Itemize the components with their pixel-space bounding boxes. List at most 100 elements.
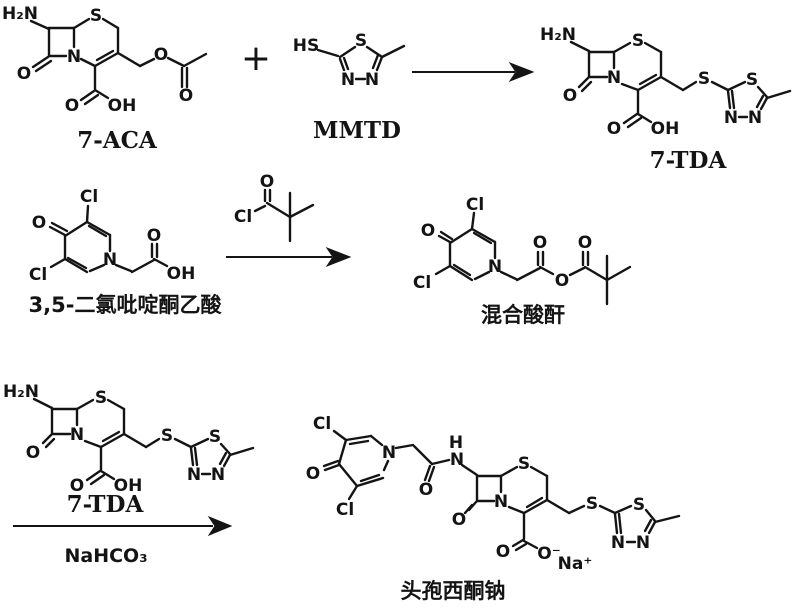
bond bbox=[106, 398, 126, 411]
bond bbox=[72, 17, 91, 30]
molecule-7-tda: H₂N S N O O OH S S N N 7-TDA bbox=[540, 25, 792, 174]
bond bbox=[89, 473, 106, 486]
bond bbox=[347, 484, 359, 501]
bond bbox=[382, 459, 390, 472]
sulfur-label: S bbox=[95, 388, 107, 408]
bond bbox=[138, 57, 156, 68]
bond bbox=[288, 203, 315, 219]
bond bbox=[31, 55, 50, 69]
bond bbox=[529, 465, 549, 478]
bond bbox=[365, 45, 384, 59]
bond bbox=[568, 266, 586, 277]
bond bbox=[32, 397, 54, 410]
bond bbox=[337, 438, 348, 466]
bond bbox=[567, 504, 586, 515]
chlorine-label: Cl bbox=[29, 265, 47, 285]
bond bbox=[265, 201, 292, 219]
bond bbox=[569, 40, 591, 53]
bond bbox=[545, 498, 571, 515]
bond bbox=[452, 263, 472, 277]
bonds bbox=[29, 17, 208, 106]
bond bbox=[87, 224, 108, 238]
bond bbox=[337, 462, 359, 488]
bond bbox=[612, 41, 632, 54]
nitrogen-label: N bbox=[494, 492, 508, 512]
oxygen-label: O bbox=[421, 221, 435, 241]
bond bbox=[448, 264, 474, 282]
bond bbox=[99, 469, 116, 481]
molecule-name-7-tda: 7-TDA bbox=[650, 147, 728, 174]
oxygen-label: O bbox=[578, 233, 592, 253]
bond bbox=[659, 75, 685, 92]
bond bbox=[173, 437, 193, 449]
bond bbox=[434, 264, 452, 276]
chlorine-label: Cl bbox=[234, 207, 252, 227]
bond bbox=[412, 444, 434, 466]
sulfur-label: S bbox=[632, 31, 644, 51]
chlorine-label: Cl bbox=[466, 195, 484, 215]
molecule-7-tda-2: H₂N S N O O OH S S N N 7-TDA bbox=[3, 382, 255, 518]
nitrogen-label: N bbox=[724, 108, 738, 128]
oxygen-label: O bbox=[533, 233, 547, 253]
bond bbox=[83, 439, 103, 449]
molecule-name-mixed-anhydride: 混合酸酐 bbox=[481, 303, 565, 327]
bonds bbox=[48, 204, 169, 274]
bond bbox=[182, 52, 208, 68]
bond bbox=[507, 505, 526, 515]
bond bbox=[93, 51, 120, 68]
bond bbox=[48, 225, 67, 237]
oxygen-label: O bbox=[496, 542, 510, 562]
bond bbox=[598, 504, 617, 515]
bond bbox=[448, 227, 474, 245]
bond bbox=[605, 265, 632, 282]
bond bbox=[463, 503, 474, 515]
bond bbox=[122, 432, 148, 449]
molecule-name-pyridone-acid: 3,5-二氯吡啶酮乙酸 bbox=[29, 293, 223, 317]
bond bbox=[470, 211, 476, 231]
bond bbox=[730, 89, 736, 110]
bond bbox=[193, 446, 199, 467]
bonds bbox=[322, 429, 681, 552]
bond bbox=[423, 464, 432, 482]
bond bbox=[514, 542, 528, 552]
bond bbox=[499, 270, 518, 281]
sulfur-label: S bbox=[633, 495, 645, 515]
bond bbox=[83, 93, 100, 106]
bond bbox=[219, 442, 232, 456]
bond bbox=[515, 266, 542, 282]
bond bbox=[49, 257, 67, 269]
molecule-dichloropyridone-acetic-acid: Cl O Cl N O OH 3,5-二氯吡啶酮乙酸 bbox=[29, 187, 223, 317]
thiol-label: HS bbox=[293, 36, 319, 56]
hydrogen-label: H bbox=[449, 433, 463, 453]
sulfur-label: S bbox=[698, 69, 710, 89]
bonds bbox=[569, 40, 792, 129]
molecule-name-mmtd: MMTD bbox=[313, 117, 401, 144]
bond bbox=[643, 518, 653, 533]
bond bbox=[499, 465, 519, 478]
bond bbox=[338, 57, 346, 72]
hydroxyl-label: OH bbox=[108, 96, 137, 116]
plus-operator: + bbox=[241, 38, 271, 79]
bond bbox=[222, 453, 232, 468]
oxygen-label: O bbox=[306, 464, 320, 484]
bond bbox=[394, 443, 415, 450]
bond bbox=[95, 49, 115, 62]
bond bbox=[316, 48, 340, 58]
bond bbox=[218, 451, 228, 466]
bond bbox=[756, 85, 769, 99]
nitrogen-label: N bbox=[607, 68, 621, 88]
nitrogen-label: N bbox=[187, 465, 201, 485]
bond bbox=[228, 446, 255, 457]
nitrogen-label: N bbox=[211, 465, 225, 485]
oxygen-label: O bbox=[65, 96, 79, 116]
oxygen-label: O bbox=[147, 226, 161, 246]
bond bbox=[101, 17, 120, 30]
bond bbox=[511, 538, 525, 548]
bond bbox=[359, 473, 381, 483]
bond bbox=[44, 437, 56, 449]
bond bbox=[63, 257, 89, 274]
bond bbox=[525, 496, 544, 509]
bond bbox=[166, 56, 186, 68]
reaction-arrow-1 bbox=[412, 61, 535, 83]
